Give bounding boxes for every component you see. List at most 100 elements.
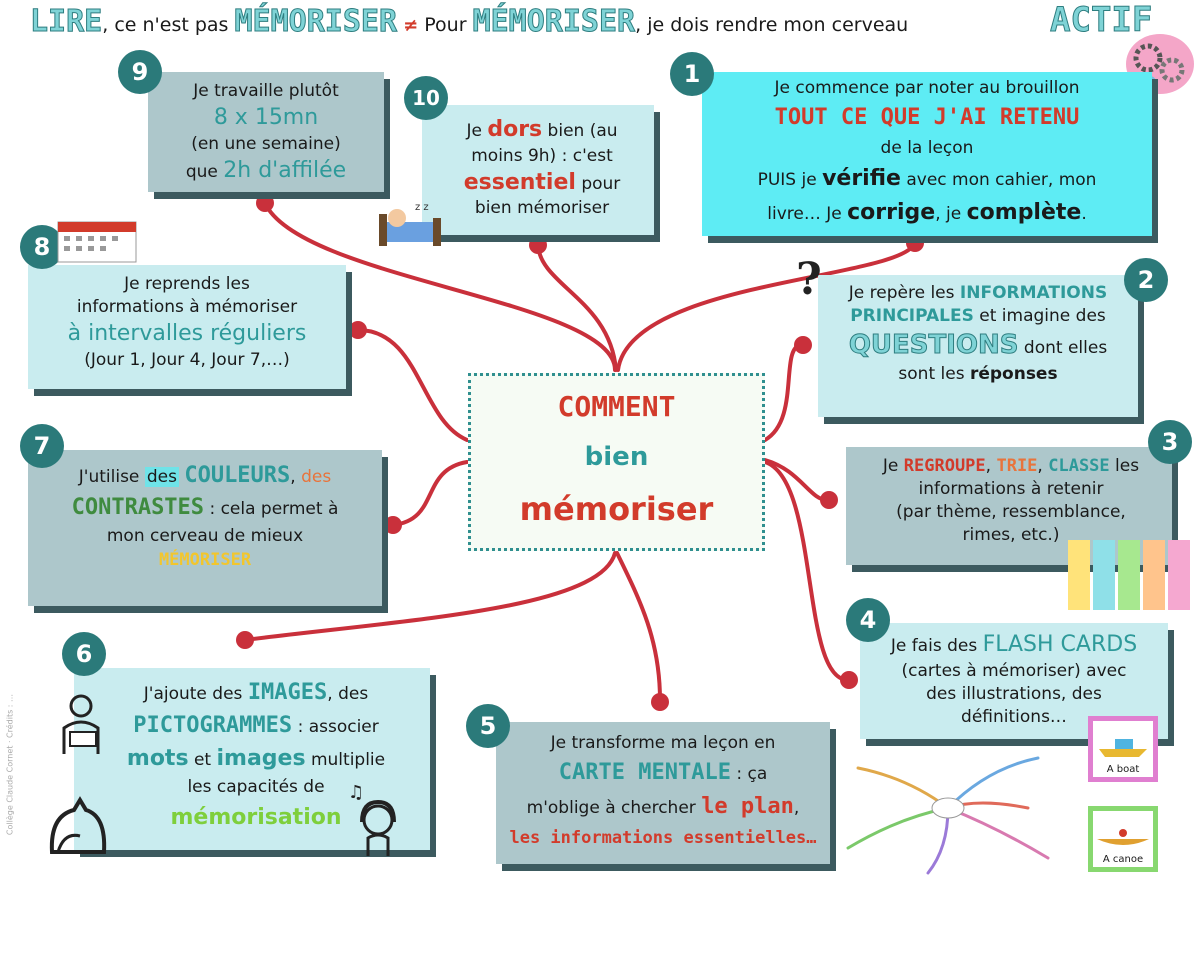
step-8-badge: 8: [20, 225, 64, 269]
step-10-text: Je dors bien (au moins 9h) : c'est essen…: [432, 115, 652, 220]
step-3-line-1a: Je: [882, 456, 904, 476]
step-5-line-1: Je transforme ma leçon en: [550, 733, 776, 753]
step-10-line-1a: Je: [466, 121, 488, 141]
word-lists-thumbnail: [1068, 540, 1190, 610]
step-10-line-1c: bien (au: [542, 121, 618, 141]
step-6-card: [74, 668, 430, 850]
step-8-card: [28, 265, 346, 389]
link-to-7: [391, 460, 469, 527]
link-to-5: [615, 551, 662, 702]
link-to-1: [616, 241, 917, 372]
step-7-line-1b: des: [144, 467, 179, 487]
step-1-line-5d: complète: [966, 199, 1082, 225]
step-2-card: [818, 275, 1138, 417]
person-drawing-icon: [62, 694, 100, 754]
step-3-line-1e: ,: [1037, 456, 1049, 476]
side-credit: Collège Claude Cornet · Crédits : …: [5, 693, 15, 836]
step-3-card: [846, 447, 1172, 565]
step-6-line-5: mémorisation: [170, 804, 342, 830]
step-3-text: Je REGROUPE, TRIE, CLASSE les informatio…: [846, 455, 1176, 547]
step-5-text: Je transforme ma leçon en CARTE MENTALE …: [496, 730, 830, 851]
step-1-line-2: TOUT CE QUE J'AI RETENU: [774, 105, 1080, 131]
step-5-line-2a: CARTE MENTALE: [558, 760, 731, 786]
step-6-line-3c: images: [216, 746, 306, 771]
step-1-line-4b: vérifie: [822, 165, 901, 191]
step-9-text: Je travaille plutôt 8 x 15mn (en une sem…: [148, 80, 384, 185]
step-8-line-4: (Jour 1, Jour 4, Jour 7,…): [84, 349, 290, 370]
step-1-line-5b: corrige: [847, 199, 936, 225]
step-4-line-1b: FLASH CARDS: [982, 632, 1138, 657]
step-3-line-1d: TRIE: [996, 456, 1038, 476]
step-10-line-1b: dors: [487, 117, 543, 142]
step-3-line-1f: CLASSE: [1048, 456, 1110, 476]
boat-icon: [1099, 739, 1147, 757]
step-10-line-3b: pour: [575, 173, 621, 194]
step-9-card: [148, 72, 384, 192]
svg-text:♫: ♫: [348, 782, 364, 803]
step-4-line-2: (cartes à mémoriser) avec: [901, 660, 1127, 681]
step-1-line-1: Je commence par noter au brouillon: [774, 78, 1080, 98]
step-4-text: Je fais des FLASH CARDS (cartes à mémori…: [860, 630, 1168, 729]
flashcard-boat-label: A boat: [1106, 764, 1140, 775]
step-7-card: [28, 450, 382, 606]
step-7-text: J'utilise des COULEURS, des CONTRASTES :…: [28, 460, 382, 573]
step-5-line-4: les informations essentielles…: [509, 827, 817, 848]
question-mark-icon: ?: [796, 254, 822, 305]
step-2-line-1a: Je repère les: [848, 283, 960, 303]
step-8-line-3: à intervalles réguliers: [67, 320, 307, 346]
step-4-badge: 4: [846, 598, 890, 642]
step-7-line-4: MÉMORISER: [158, 550, 252, 571]
step-6-line-4: les capacités de: [187, 777, 325, 797]
step-5-line-3a: m'oblige à chercher: [526, 798, 702, 819]
step-9-line-2: 8 x 15mn: [213, 104, 319, 130]
step-3-line-4: rimes, etc.): [962, 524, 1060, 545]
link-to-2: [763, 343, 802, 442]
step-10-card: [422, 105, 654, 235]
step-2-text: Je repère les INFORMATIONS PRINCIPALES e…: [818, 282, 1138, 386]
header-memoriser-1: MÉMORISER: [234, 4, 398, 40]
step-2-line-2b: et imagine des: [973, 305, 1106, 326]
step-7-line-1a: J'utilise: [78, 467, 145, 487]
step-6-badge: 6: [62, 632, 106, 676]
step-2-line-3b: dont elles: [1018, 337, 1108, 358]
step-2-line-1b: INFORMATIONS: [959, 283, 1108, 303]
step-6-line-3a: mots: [126, 746, 189, 771]
central-topic: COMMENT bien mémoriser: [468, 373, 765, 551]
step-1-line-5e: .: [1081, 203, 1087, 224]
center-line-2: bien: [584, 442, 649, 472]
page-header: LIRE, ce n'est pas MÉMORISER ≠ Pour MÉMO…: [29, 4, 1190, 42]
center-line-1: COMMENT: [557, 390, 676, 423]
step-9-line-4a: que: [185, 161, 224, 182]
step-9-line-3: (en une semaine): [191, 133, 341, 154]
center-line-3: mémoriser: [519, 490, 714, 528]
step-1-line-4c: avec mon cahier, mon: [900, 169, 1097, 190]
cat-icon: [49, 796, 107, 854]
step-6-line-1b: IMAGES: [247, 680, 328, 705]
step-3-line-2: informations à retenir: [918, 478, 1104, 499]
step-1-line-3: de la leçon: [880, 138, 974, 159]
step-4-line-1a: Je fais des: [890, 636, 983, 656]
step-4-line-3: des illustrations, des: [926, 683, 1102, 704]
step-6-line-1a: J'ajoute des: [143, 684, 248, 704]
step-2-line-3a: QUESTIONS: [848, 329, 1019, 360]
step-3-badge: 3: [1148, 420, 1192, 464]
step-7-line-1e: ,: [290, 467, 302, 487]
step-6-line-2a: PICTOGRAMMES: [133, 713, 293, 738]
step-6-line-1c: , des: [327, 684, 369, 704]
step-5-badge: 5: [466, 704, 510, 748]
header-text-2: , je dois rendre mon cerveau: [635, 14, 909, 36]
step-5-line-3b: le plan: [701, 794, 794, 820]
link-to-8: [356, 328, 469, 442]
step-5-card: [496, 722, 830, 864]
step-7-line-3: mon cerveau de mieux: [106, 525, 304, 546]
link-to-6: [243, 551, 617, 642]
step-7-line-1f: des: [301, 467, 332, 487]
step-3-line-1c: ,: [985, 456, 997, 476]
step-10-line-4: bien mémoriser: [474, 198, 610, 219]
step-1-text: Je commence par noter au brouillon TOUT …: [702, 75, 1152, 230]
calendar-icon: [57, 221, 137, 263]
header-memoriser-2: MÉMORISER: [472, 4, 636, 40]
header-text-1: , ce n'est pas: [102, 14, 229, 36]
mind-map-thumbnail: [846, 756, 1050, 875]
flashcard-canoe: A canoe: [1088, 806, 1158, 872]
